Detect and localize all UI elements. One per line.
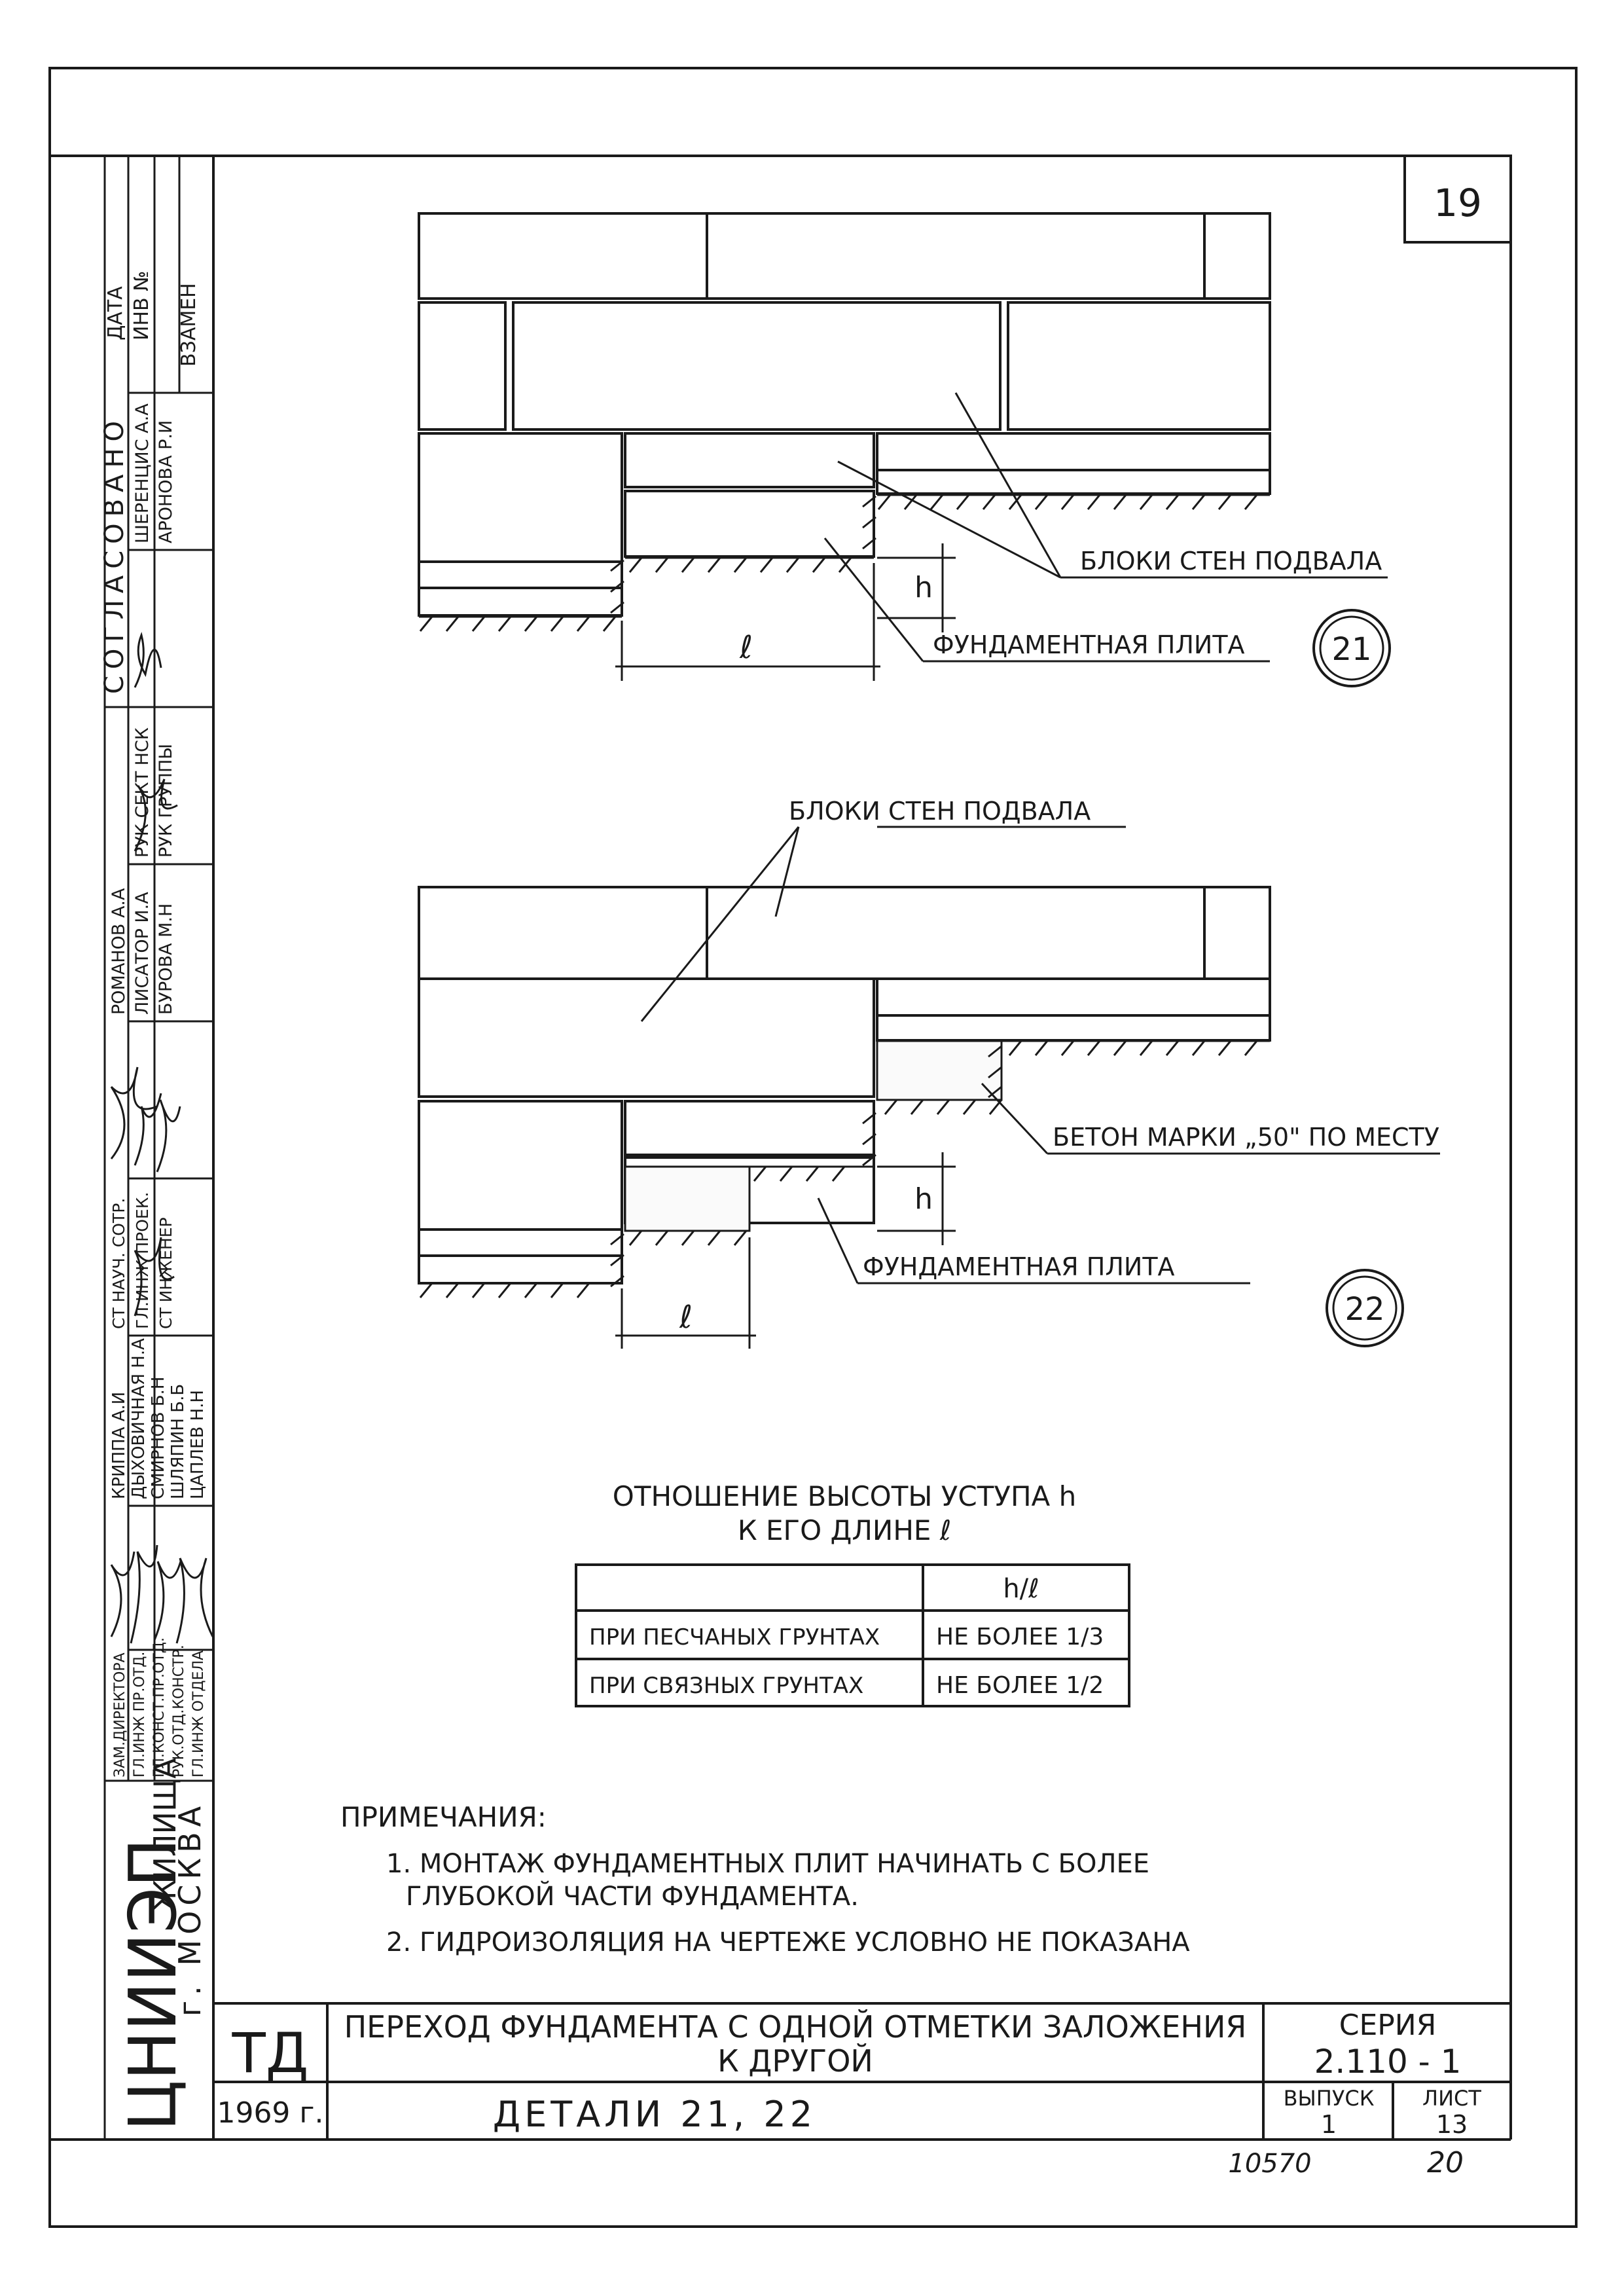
note-item: 1. МОНТАЖ ФУНДАМЕНТНЫХ ПЛИТ НАЧИНАТЬ С Б… bbox=[386, 1849, 1149, 1879]
notes: ПРИМЕЧАНИЯ: 1. МОНТАЖ ФУНДАМЕНТНЫХ ПЛИТ … bbox=[340, 1801, 1190, 1958]
staff-name: КРИППА А.И bbox=[109, 1392, 129, 1499]
logo-td: ТД bbox=[232, 2021, 309, 2085]
ratio-table: ОТНОШЕНИЕ ВЫСОТЫ УСТУПА h К ЕГО ДЛИНЕ ℓ … bbox=[575, 1480, 1130, 1707]
title-block: ТД 1969 г. ПЕРЕХОД ФУНДАМЕНТА С ОДНОЙ ОТ… bbox=[213, 2003, 1511, 2140]
series-value: 2.110 - 1 bbox=[1314, 2043, 1462, 2081]
label-replaces: ВЗАМЕН bbox=[177, 283, 200, 367]
detail-badge: 22 bbox=[1344, 1291, 1384, 1328]
sheet-number-box: 19 bbox=[1403, 155, 1512, 244]
footer-code: 10570 bbox=[1228, 2149, 1311, 2179]
label-concrete: БЕТОН МАРКИ „50" ПО МЕСТУ bbox=[1053, 1123, 1439, 1152]
label-inv: ИНВ № bbox=[130, 271, 153, 340]
approver-role: РУК ГРУППЫ bbox=[156, 744, 176, 858]
institute-city: г. МОСКВА bbox=[172, 1801, 208, 2016]
staff-name: РОМАНОВ А.А bbox=[109, 888, 129, 1015]
staff-name: ШЛЯПИН Б.Б bbox=[168, 1384, 188, 1499]
footer: 10570 20 bbox=[1228, 2146, 1464, 2179]
ratio-soil-cell: ПРИ ПЕСЧАНЫХ ГРУНТАХ bbox=[589, 1624, 880, 1650]
leader-role: ГЛ.ИНЖ ПР.ОТД. bbox=[132, 1652, 148, 1777]
note-item: 2. ГИДРОИЗОЛЯЦИЯ НА ЧЕРТЕЖЕ УСЛОВНО НЕ П… bbox=[386, 1927, 1190, 1958]
signatures bbox=[110, 632, 214, 1644]
issue-label: ВЫПУСК bbox=[1284, 2086, 1375, 2111]
title-line1: ПЕРЕХОД ФУНДАМЕНТА С ОДНОЙ ОТМЕТКИ ЗАЛОЖ… bbox=[344, 2009, 1247, 2045]
approver-name: АРОНОВА Р.И bbox=[156, 420, 176, 543]
staff-name: СМИРНОВ Б.Н bbox=[149, 1377, 168, 1499]
series-label: СЕРИЯ bbox=[1339, 2009, 1437, 2042]
sheet-label: ЛИСТ bbox=[1422, 2086, 1481, 2111]
sheet-frame bbox=[48, 67, 1578, 2228]
staff-name: ЦАПЛЕВ Н.Н bbox=[188, 1390, 208, 1499]
institute-suffix: ЖИЛИЩА bbox=[147, 1758, 183, 1912]
ratio-title-line2: К ЕГО ДЛИНЕ ℓ bbox=[738, 1514, 951, 1546]
subtitle: ДЕТАЛИ 21, 22 bbox=[493, 2094, 816, 2135]
leader-role: ГЛ.ИНЖ ОТДЕЛА bbox=[190, 1650, 207, 1777]
footer-page: 20 bbox=[1427, 2146, 1464, 2179]
approved-heading: СОГЛАСОВАНО bbox=[99, 414, 130, 694]
title-line2: К ДРУГОЙ bbox=[717, 2043, 873, 2079]
detail-21: h ℓ БЛОКИ СТЕН ПОДВАЛА ФУНДАМЕНТНАЯ ПЛИТ… bbox=[418, 212, 1391, 687]
label-slab: ФУНДАМЕНТНАЯ ПЛИТА bbox=[863, 1252, 1175, 1281]
leader-role: ЗАМ.ДИРЕКТОРА bbox=[112, 1652, 128, 1777]
label-slab: ФУНДАМЕНТНАЯ ПЛИТА bbox=[933, 630, 1245, 659]
dim-l-label: ℓ bbox=[739, 629, 753, 666]
detail-22: БЛОКИ СТЕН ПОДВАЛА bbox=[418, 797, 1440, 1349]
dim-h-label: h bbox=[914, 571, 933, 604]
institute-name: ЦНИИЭП bbox=[115, 1838, 191, 2131]
sheet-number: 19 bbox=[1434, 181, 1482, 225]
ratio-soil-cell: ПРИ СВЯЗНЫХ ГРУНТАХ bbox=[589, 1673, 863, 1699]
label-blocks: БЛОКИ СТЕН ПОДВАЛА bbox=[1080, 547, 1382, 575]
ratio-value-cell: НЕ БОЛЕЕ 1/3 bbox=[936, 1624, 1104, 1650]
sheet-value: 13 bbox=[1436, 2110, 1468, 2139]
left-strip: ДАТА ИНВ № ВЗАМЕН СОГЛАСОВАНО ШЕРЕНЦИС А… bbox=[99, 156, 214, 2140]
ratio-title-line1: ОТНОШЕНИЕ ВЫСОТЫ УСТУПА h bbox=[613, 1480, 1076, 1512]
dim-h-label: h bbox=[914, 1182, 933, 1216]
label-date: ДАТА bbox=[104, 286, 127, 340]
leader-role: ГЛ.КОНСТ.ПР.ОТД. bbox=[151, 1637, 168, 1777]
staff-name: ДЫХОВИЧНАЯ Н.А bbox=[129, 1338, 149, 1499]
detail-badge: 21 bbox=[1331, 631, 1371, 668]
staff-role: СТ ИНЖЕНЕР bbox=[156, 1217, 175, 1329]
label-blocks: БЛОКИ СТЕН ПОДВАЛА bbox=[789, 797, 1091, 826]
leader-role: РУК.ОТД.КОНСТР. bbox=[171, 1645, 187, 1777]
ratio-header: h/ℓ bbox=[1003, 1574, 1039, 1604]
note-item: ГЛУБОКОЙ ЧАСТИ ФУНДАМЕНТА. bbox=[406, 1880, 859, 1912]
notes-heading: ПРИМЕЧАНИЯ: bbox=[340, 1801, 547, 1833]
issue-value: 1 bbox=[1321, 2110, 1337, 2139]
approver-name: ШЕРЕНЦИС А.А bbox=[132, 403, 153, 543]
staff-name: ЛИСАТОР И.А bbox=[132, 892, 153, 1015]
dim-l-label: ℓ bbox=[679, 1299, 693, 1336]
year: 1969 г. bbox=[217, 2096, 323, 2130]
staff-role: СТ НАУЧ. СОТР. bbox=[109, 1198, 128, 1329]
staff-name: БУРОВА М.Н bbox=[156, 903, 176, 1015]
ratio-value-cell: НЕ БОЛЕЕ 1/2 bbox=[936, 1672, 1104, 1699]
